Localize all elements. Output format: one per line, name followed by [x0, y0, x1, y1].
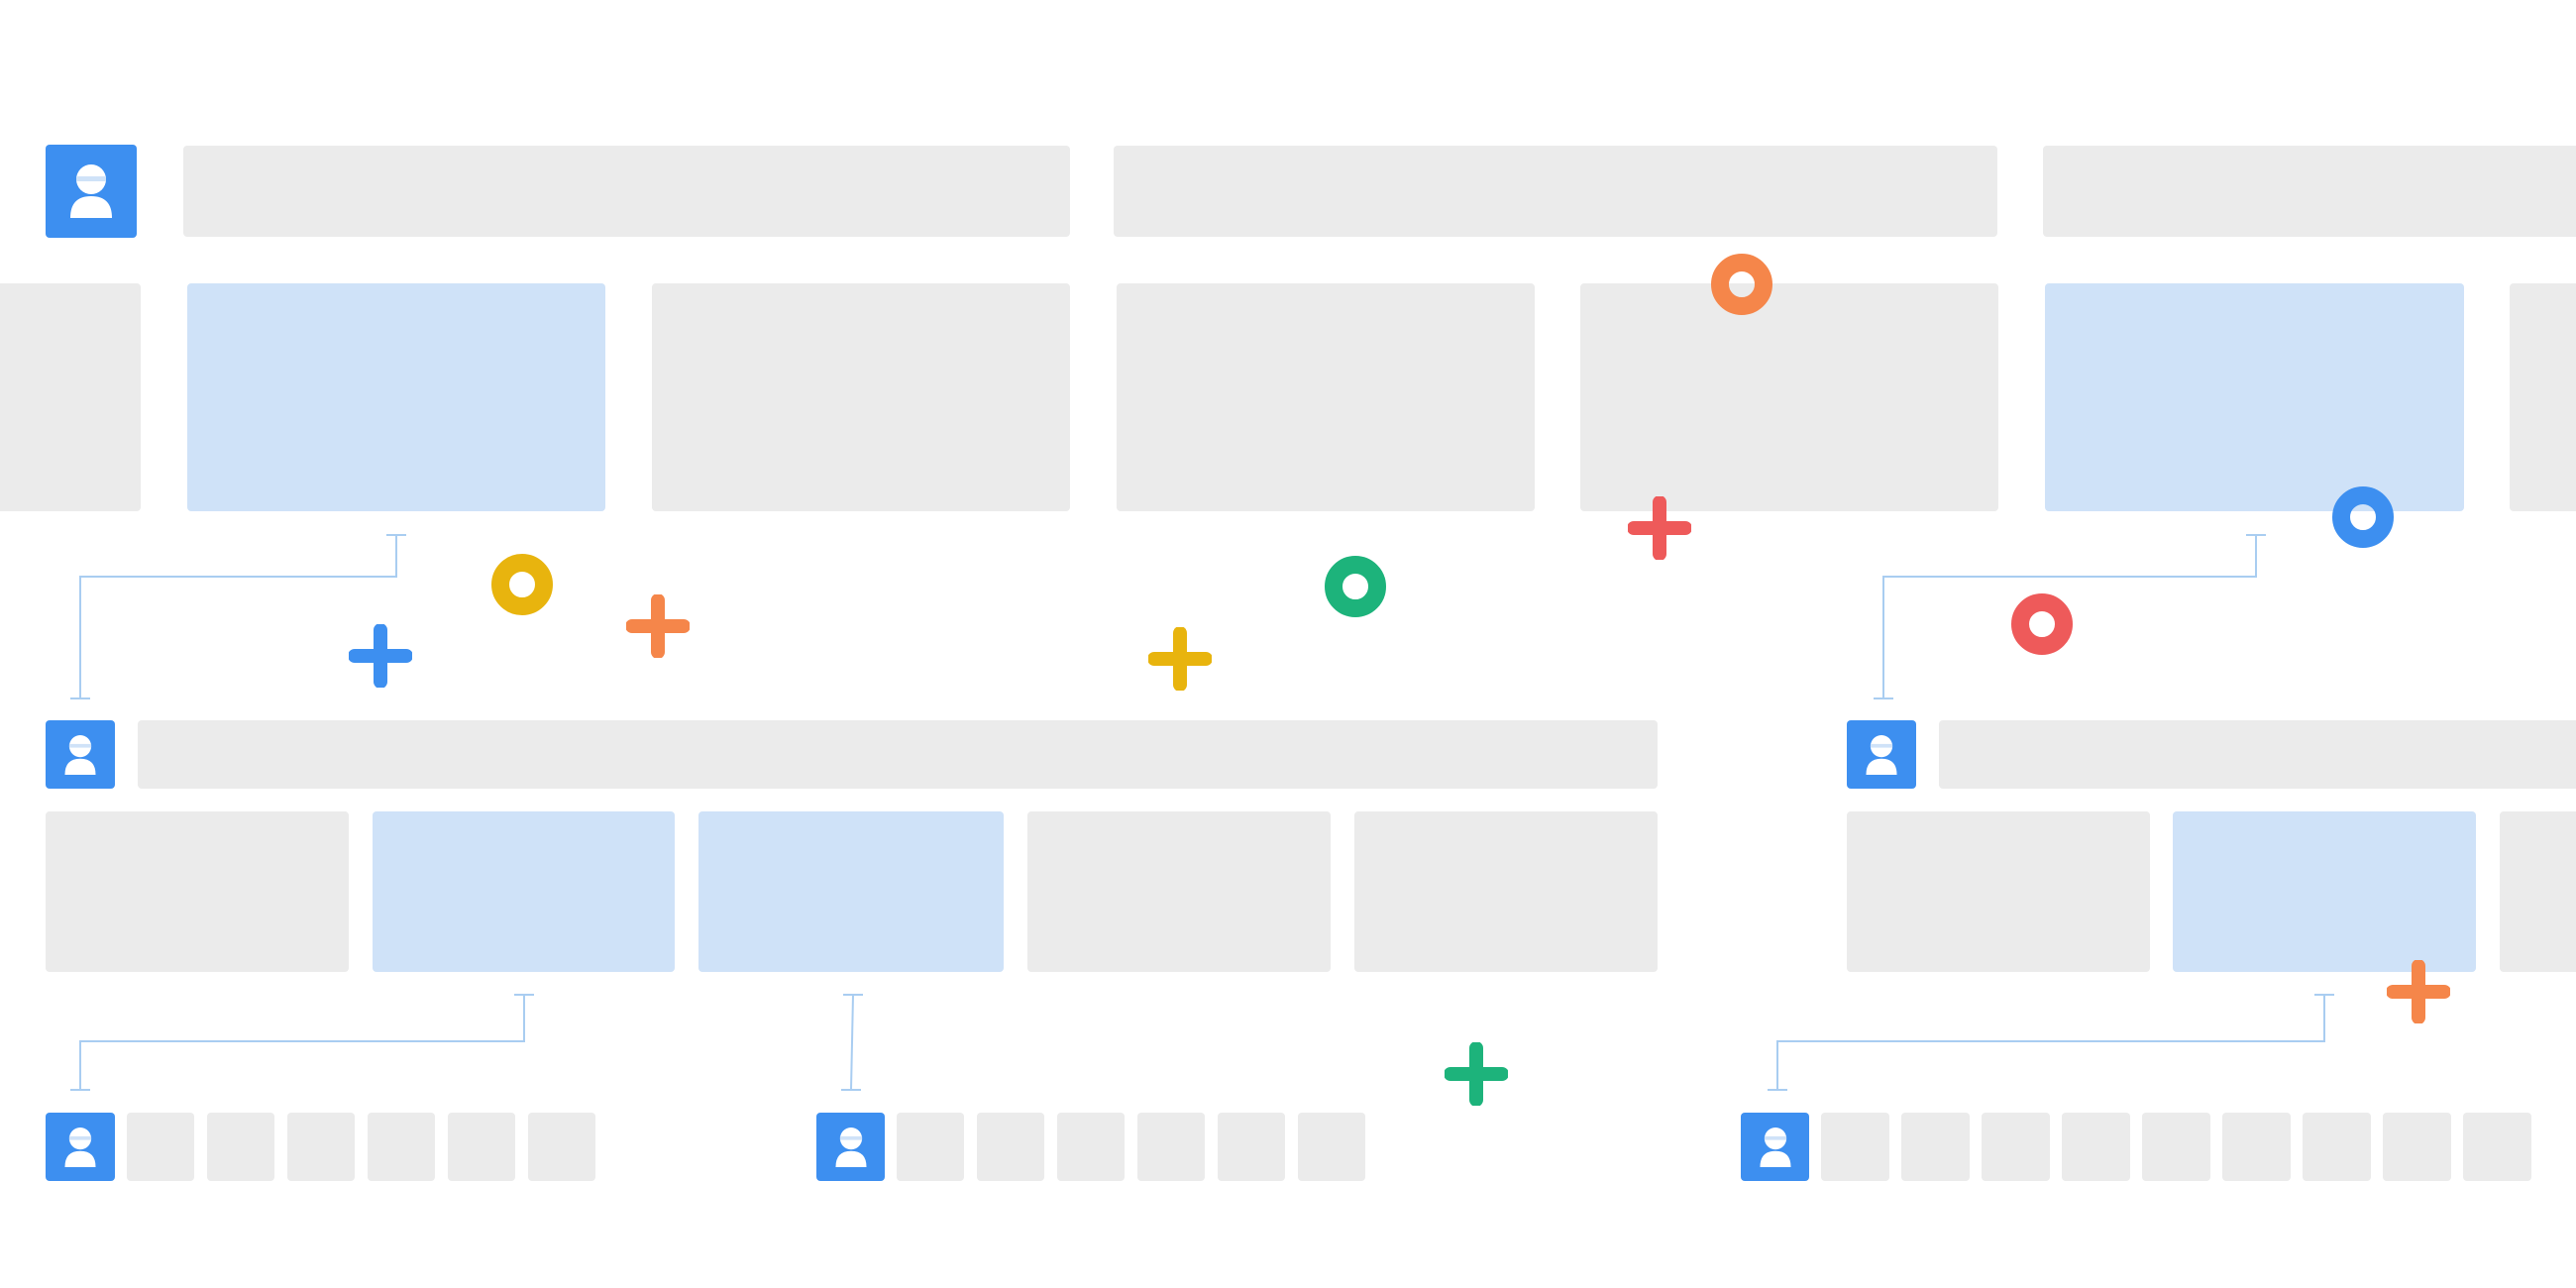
level-1-card[interactable] [1117, 283, 1535, 511]
level-1-card-selected[interactable] [187, 283, 605, 511]
level-1-card-selected[interactable] [2045, 283, 2464, 511]
level-1-card[interactable] [1580, 283, 1998, 511]
header-bar [2043, 146, 2576, 237]
user-avatar-icon[interactable] [46, 1113, 115, 1181]
blue-plus-icon [349, 624, 412, 688]
leaf-tile[interactable] [2383, 1113, 2451, 1181]
connector-line [1776, 995, 2325, 1090]
leaf-tile[interactable] [2062, 1113, 2130, 1181]
level-1-card[interactable] [0, 283, 141, 511]
blue-ring-icon [2332, 486, 2394, 548]
user-avatar-icon[interactable] [816, 1113, 885, 1181]
level-2-card[interactable] [2500, 811, 2576, 972]
header-bar [183, 146, 1070, 237]
leaf-tile[interactable] [1137, 1113, 1205, 1181]
connector-line [1882, 535, 2257, 698]
connector-line [850, 994, 854, 1091]
level-1-card[interactable] [2510, 283, 2576, 511]
header-bar [1939, 720, 2576, 789]
connector-line [79, 995, 525, 1090]
leaf-tile[interactable] [528, 1113, 595, 1181]
leaf-tile[interactable] [1057, 1113, 1125, 1181]
level-2-card[interactable] [1847, 811, 2150, 972]
green-plus-icon [1445, 1042, 1508, 1106]
connector-line [79, 535, 397, 698]
header-bar [1114, 146, 1997, 237]
leaf-tile[interactable] [977, 1113, 1044, 1181]
leaf-tile[interactable] [2463, 1113, 2531, 1181]
user-avatar-icon[interactable] [1741, 1113, 1809, 1181]
level-2-card[interactable] [1027, 811, 1331, 972]
leaf-tile[interactable] [287, 1113, 355, 1181]
leaf-tile[interactable] [448, 1113, 515, 1181]
orange-plus-icon [2387, 960, 2450, 1023]
leaf-tile[interactable] [368, 1113, 435, 1181]
user-avatar-icon[interactable] [46, 720, 115, 789]
level-2-card-selected[interactable] [698, 811, 1004, 972]
level-2-card-selected[interactable] [373, 811, 675, 972]
green-ring-icon [1325, 556, 1386, 617]
leaf-tile[interactable] [1298, 1113, 1365, 1181]
yellow-plus-icon [1148, 627, 1212, 691]
leaf-tile[interactable] [2142, 1113, 2210, 1181]
leaf-tile[interactable] [1982, 1113, 2050, 1181]
red-plus-icon [1628, 496, 1691, 560]
level-2-card[interactable] [46, 811, 349, 972]
leaf-tile[interactable] [897, 1113, 964, 1181]
leaf-tile[interactable] [1218, 1113, 1285, 1181]
leaf-tile[interactable] [1821, 1113, 1889, 1181]
leaf-tile[interactable] [127, 1113, 194, 1181]
yellow-ring-icon [491, 554, 553, 615]
leaf-tile[interactable] [2303, 1113, 2371, 1181]
level-1-card[interactable] [652, 283, 1070, 511]
header-bar [138, 720, 1658, 789]
leaf-tile[interactable] [207, 1113, 274, 1181]
orange-plus-icon [626, 594, 690, 658]
user-avatar-icon[interactable] [46, 145, 137, 238]
leaf-tile[interactable] [1901, 1113, 1970, 1181]
red-ring-icon [2011, 593, 2073, 655]
user-avatar-icon[interactable] [1847, 720, 1916, 789]
level-2-card[interactable] [1354, 811, 1658, 972]
orange-ring-icon [1711, 254, 1772, 315]
leaf-tile[interactable] [2222, 1113, 2291, 1181]
level-2-card-selected[interactable] [2173, 811, 2476, 972]
